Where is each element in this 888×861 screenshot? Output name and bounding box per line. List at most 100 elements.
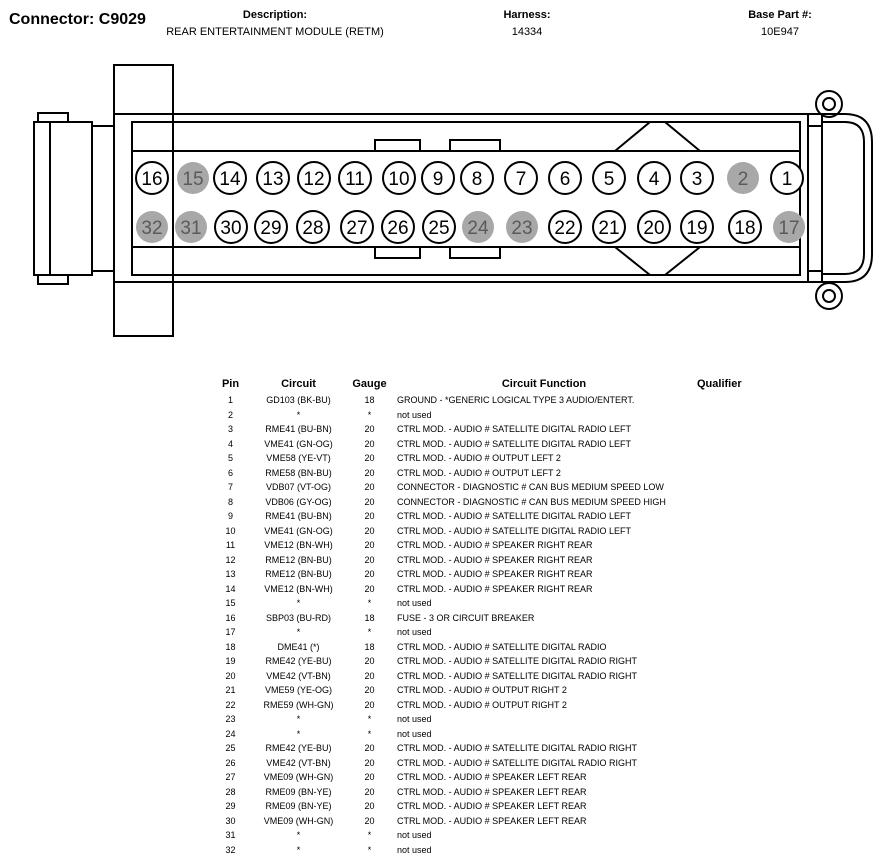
pin-2: 2 [727, 162, 759, 194]
connector-flange [113, 64, 174, 337]
pin-label: 16 [141, 169, 162, 190]
cell-function: GROUND - *GENERIC LOGICAL TYPE 3 AUDIO/E… [397, 395, 635, 405]
cell-gauge: 20 [364, 554, 375, 565]
cell-qualifier [697, 698, 757, 713]
pin-24: 24 [462, 211, 494, 243]
cell-pin: 8 [227, 496, 233, 507]
cell-circuit: VME42 (VT-BN) [266, 757, 331, 768]
cell-circuit: VME09 (WH-GN) [263, 815, 334, 826]
cell-gauge: 20 [364, 815, 375, 826]
cell-qualifier [697, 480, 757, 495]
cell-circuit: GD103 (BK-BU) [266, 395, 331, 405]
pin-label: 1 [782, 169, 793, 190]
cell-function: CTRL MOD. - AUDIO # OUTPUT RIGHT 2 [397, 685, 567, 695]
cell-circuit: VME58 (YE-VT) [266, 453, 331, 463]
cell-function: CTRL MOD. - AUDIO # SPEAKER LEFT REAR [397, 786, 587, 797]
cell-circuit: RME12 (BN-BU) [265, 569, 332, 579]
pin-label: 28 [302, 218, 323, 239]
table-row: 32**not used [212, 843, 757, 858]
pin-circle [422, 210, 456, 244]
cell-qualifier [697, 611, 757, 626]
pin-5: 5 [592, 161, 626, 195]
cell-pin: 27 [225, 772, 236, 782]
cell-function: CTRL MOD. - AUDIO # OUTPUT LEFT 2 [397, 453, 561, 463]
cell-circuit: VME12 (BN-WH) [264, 583, 333, 594]
cell-gauge: * [367, 844, 372, 855]
pin-26: 26 [381, 210, 415, 244]
description-value: REAR ENTERTAINMENT MODULE (RETM) [166, 26, 384, 38]
cell-gauge: 20 [364, 540, 375, 550]
cell-gauge: 18 [364, 612, 375, 623]
cell-gauge: 20 [364, 525, 375, 536]
pin-circle [680, 161, 714, 195]
cell-pin: 32 [225, 844, 236, 855]
table-header-row: Pin Circuit Gauge Circuit Function Quali… [212, 376, 757, 393]
cell-circuit: VME42 (VT-BN) [266, 670, 331, 681]
pin-circle [135, 161, 169, 195]
cell-gauge: 20 [364, 511, 375, 521]
cell-pin: 1 [227, 395, 233, 405]
pin-label: 20 [643, 218, 664, 239]
cell-function: CTRL MOD. - AUDIO # SATELLITE DIGITAL RA… [397, 670, 638, 681]
cell-circuit: RME41 (BU-BN) [265, 511, 332, 521]
cell-gauge: 20 [364, 743, 375, 753]
cell-function: CTRL MOD. - AUDIO # SPEAKER LEFT REAR [397, 801, 587, 811]
pin-25: 25 [422, 210, 456, 244]
cell-circuit: RME09 (BN-YE) [265, 801, 332, 811]
pin-label: 23 [511, 218, 532, 239]
pin-30: 30 [214, 210, 248, 244]
cell-pin: 24 [225, 728, 236, 739]
cell-qualifier [697, 509, 757, 524]
cell-circuit: VME59 (YE-OG) [264, 685, 332, 695]
cell-circuit: DME41 (*) [277, 641, 320, 652]
cell-pin: 10 [225, 525, 236, 536]
cell-gauge: 18 [364, 395, 375, 405]
connector-body [114, 113, 823, 283]
pin-7: 7 [504, 161, 538, 195]
pin-3: 3 [680, 161, 714, 195]
cell-gauge: 20 [364, 453, 375, 463]
table-row: 24**not used [212, 727, 757, 742]
cell-function: FUSE - 3 OR CIRCUIT BREAKER [397, 612, 535, 623]
pin-label: 27 [346, 218, 367, 239]
pin-circle [637, 161, 671, 195]
cell-qualifier [697, 843, 757, 858]
cell-qualifier [697, 408, 757, 423]
cell-qualifier [697, 770, 757, 785]
pin-circle [680, 210, 714, 244]
base-part-label: Base Part #: [748, 9, 812, 21]
cell-gauge: 20 [364, 670, 375, 681]
cell-gauge: 20 [364, 569, 375, 579]
pin-19: 19 [680, 210, 714, 244]
cell-qualifier [697, 524, 757, 539]
cell-circuit: * [296, 627, 301, 637]
header-pin: Pin [221, 378, 240, 390]
cell-gauge: 20 [364, 424, 375, 434]
header-circuit: Circuit [281, 378, 316, 390]
cell-gauge: 20 [364, 438, 375, 449]
pin-15: 15 [177, 162, 209, 194]
cell-gauge: 20 [364, 786, 375, 797]
cell-qualifier [697, 654, 757, 669]
pin-circle [136, 211, 168, 243]
cell-function: not used [397, 409, 432, 420]
pin-28: 28 [296, 210, 330, 244]
cell-qualifier [697, 393, 757, 408]
cell-function: not used [397, 728, 432, 739]
harness-block: Harness: 14334 [477, 7, 577, 41]
cell-function: CONNECTOR - DIAGNOSTIC # CAN BUS MEDIUM … [397, 496, 666, 507]
cell-gauge: 20 [364, 656, 375, 666]
mount-hole-bottom [822, 289, 836, 303]
cell-function: CTRL MOD. - AUDIO # SATELLITE DIGITAL RA… [397, 424, 632, 434]
mount-hole-top [822, 97, 836, 111]
